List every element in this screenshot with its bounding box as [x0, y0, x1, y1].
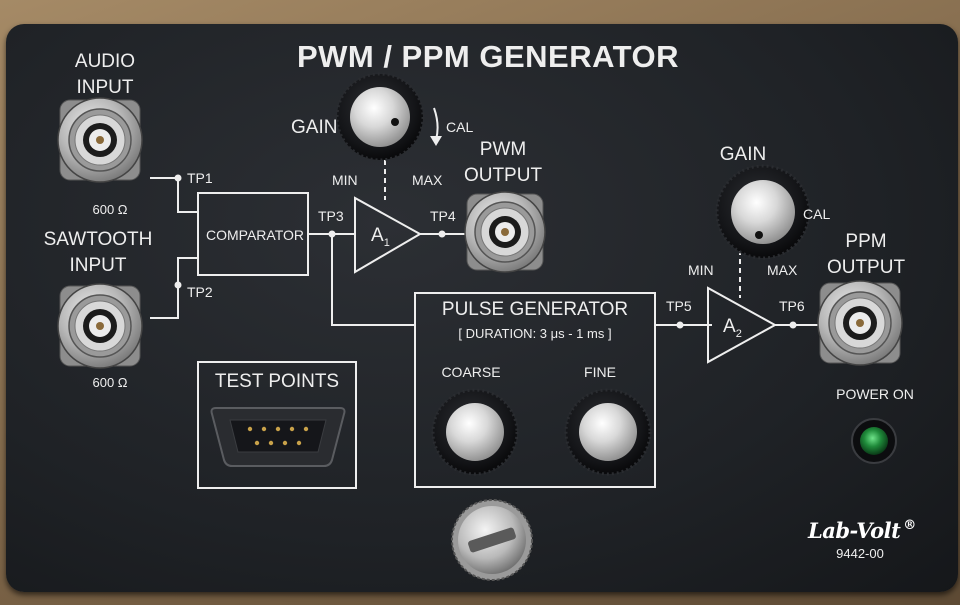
gain2-min-label: MIN	[688, 262, 714, 278]
tp5-label: TP5	[666, 298, 692, 314]
tp5-dot	[676, 321, 684, 329]
ppm-gain-knob-icon[interactable]	[715, 164, 811, 260]
thumbscrew-icon[interactable]	[451, 499, 533, 581]
amplifier-a1-icon	[354, 196, 423, 274]
amp2-label: A2	[723, 316, 742, 340]
gain2-label: GAIN	[719, 144, 767, 165]
tp2-dot	[174, 281, 182, 289]
tp3-label: TP3	[318, 208, 344, 224]
pwm-output-label-line2: OUTPUT	[463, 165, 543, 186]
gain2-max-label: MAX	[767, 262, 798, 278]
coarse-label: COARSE	[441, 364, 501, 380]
tp4-dot	[438, 230, 446, 238]
tp1-dot	[174, 174, 182, 182]
sawtooth-impedance-label: 600 Ω	[92, 375, 128, 390]
test-points-label: TEST POINTS	[214, 371, 340, 392]
amp1-label: A1	[371, 225, 390, 249]
audio-input-label-line1: AUDIO	[74, 51, 136, 72]
test-points-box	[197, 361, 357, 489]
audio-impedance-label: 600 Ω	[92, 202, 128, 217]
amplifier-a2-icon	[707, 286, 778, 364]
gain1-min-label: MIN	[332, 172, 358, 188]
tp6-label: TP6	[779, 298, 805, 314]
gain1-cal-label: CAL	[446, 119, 474, 135]
coarse-knob-icon[interactable]	[431, 388, 519, 476]
tp4-label: TP4	[430, 208, 456, 224]
front-panel	[6, 24, 958, 592]
tp1-label: TP1	[187, 170, 213, 186]
sawtooth-input-label-line2: INPUT	[69, 255, 127, 276]
pulse-generator-box	[414, 292, 656, 488]
audio-input-label-line2: INPUT	[76, 77, 134, 98]
fine-label: FINE	[584, 364, 616, 380]
sawtooth-input-label-line1: SAWTOOTH	[43, 229, 153, 250]
pwm-output-bnc-icon[interactable]	[464, 191, 546, 273]
fine-knob-icon[interactable]	[564, 388, 652, 476]
cal-arrow-icon	[430, 107, 442, 146]
audio-input-bnc-icon[interactable]	[57, 97, 143, 183]
power-led-icon	[851, 418, 897, 464]
gain1-label: GAIN	[291, 117, 338, 138]
gain1-max-label: MAX	[412, 172, 443, 188]
pwm-gain-knob-icon[interactable]	[335, 72, 425, 162]
tp2-label: TP2	[187, 284, 213, 300]
pulse-duration-label: [ DURATION: 3 μs - 1 ms ]	[458, 326, 612, 341]
gain2-cal-label: CAL	[803, 206, 831, 222]
tp3-dot	[328, 230, 336, 238]
tp6-dot	[789, 321, 797, 329]
db9-connector-icon[interactable]	[210, 407, 346, 467]
pwm-output-label-line1: PWM	[479, 139, 527, 160]
ppm-output-label-line1: PPM	[845, 231, 887, 252]
test-point-dots	[174, 174, 797, 329]
comparator-box	[197, 192, 309, 276]
pulse-generator-header: PULSE GENERATOR [ DURATION: 3 μs - 1 ms …	[415, 300, 655, 350]
pulse-generator-title: PULSE GENERATOR	[441, 299, 629, 320]
model-number: 9442-00	[836, 546, 884, 561]
ppm-output-label-line2: OUTPUT	[826, 257, 906, 278]
brand-logo: Lab-Volt®	[808, 518, 916, 543]
ppm-output-bnc-icon[interactable]	[817, 280, 903, 366]
comparator-label: COMPARATOR	[206, 227, 305, 243]
sawtooth-input-bnc-icon[interactable]	[57, 283, 143, 369]
power-on-label: POWER ON	[836, 386, 914, 402]
panel-title: PWM / PPM GENERATOR	[296, 39, 680, 74]
